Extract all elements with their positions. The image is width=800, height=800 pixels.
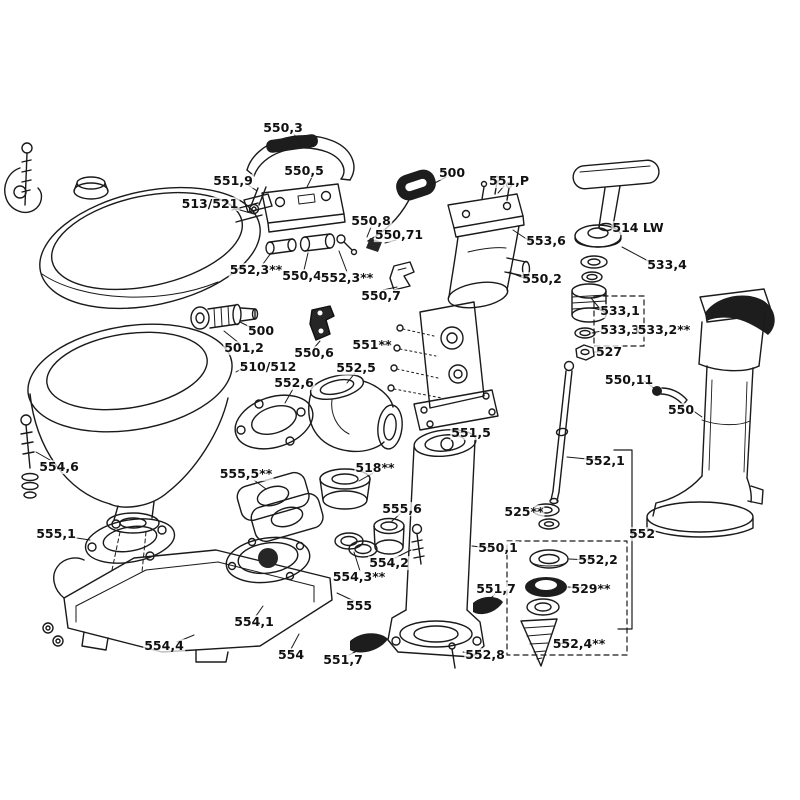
- piston-555-6: [373, 517, 405, 555]
- seal-rings-554-3: [334, 532, 378, 558]
- tube-550-11: [652, 386, 688, 406]
- piston-rod-552-1: [549, 360, 575, 505]
- pivot-pins: [265, 233, 358, 256]
- bracket-552: [613, 449, 638, 630]
- t-handle-514: [572, 159, 660, 232]
- washers-525: [532, 503, 560, 530]
- flap-551-7-a: [473, 596, 503, 615]
- group-box-533: [593, 295, 645, 347]
- seal-552-2: [529, 549, 569, 569]
- valve-plate: [387, 301, 485, 409]
- hose-hook: [4, 167, 43, 214]
- pump-assembly-550: [646, 288, 775, 538]
- nut-527: [575, 344, 595, 361]
- valve-housing-518: [319, 468, 371, 510]
- elbow-552-5: [308, 373, 403, 453]
- cone-552-4: [520, 618, 558, 667]
- inlet-fitting: [190, 303, 259, 330]
- bracket-550-6: [309, 305, 335, 341]
- seat-lid: [39, 176, 273, 310]
- pump-top-assembly: [447, 175, 531, 309]
- gaskets-555-5: [236, 471, 324, 543]
- flange-552-6: [234, 394, 314, 450]
- base-gasket-551-5: [413, 389, 499, 431]
- bolt-554-6: [20, 414, 39, 499]
- plug-533-1: [571, 283, 607, 323]
- cap-533-4: [574, 224, 622, 283]
- flap-551-7-b: [350, 633, 388, 653]
- pump-cylinder-550-1: [387, 428, 485, 669]
- group-box-552: [506, 540, 628, 656]
- mounting-screw-top: [21, 142, 33, 206]
- pump-cap-500: [366, 169, 436, 252]
- clamp-550-7: [389, 261, 415, 291]
- base-housing-554: [42, 518, 333, 663]
- bolt-554-2: [411, 523, 425, 565]
- ring-533-3: [574, 327, 596, 339]
- seal-529: [525, 577, 567, 616]
- bowl: [27, 323, 233, 573]
- leader-lines: [35, 133, 703, 656]
- hand-lever-assembly: [246, 134, 355, 233]
